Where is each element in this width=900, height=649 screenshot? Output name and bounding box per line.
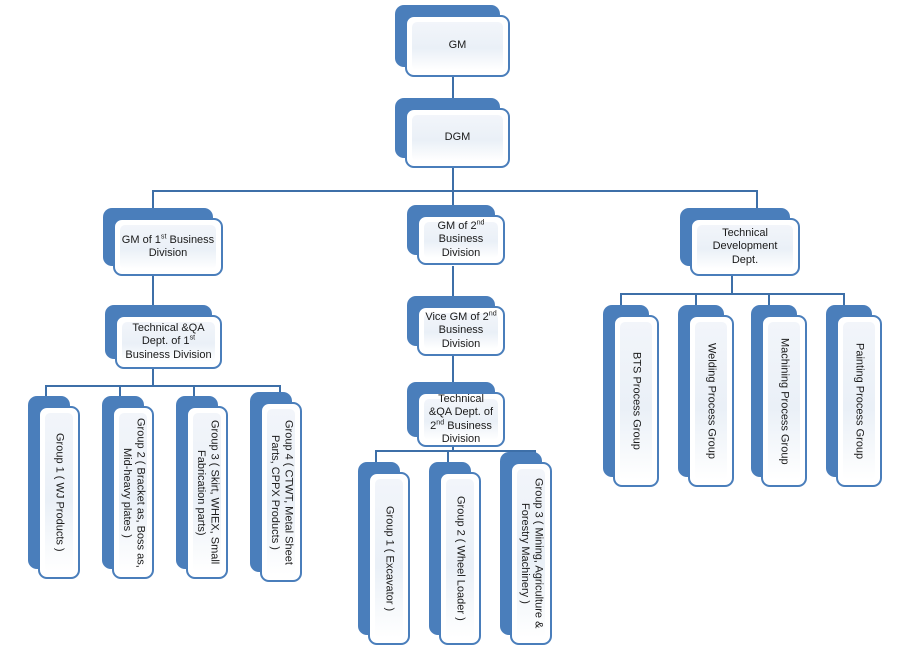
connector-bus-to-bd1-group2 <box>119 385 121 399</box>
node-label-td-machining: Machining Process Group <box>778 337 791 465</box>
connector-dgm-down <box>452 166 454 190</box>
node-bd1-group1[interactable]: Group 1 ( WJ Products ) <box>28 396 80 579</box>
node-face: GM of 1st Business Division <box>113 218 223 276</box>
node-face: Welding Process Group <box>688 315 734 487</box>
node-td-painting[interactable]: Painting Process Group <box>826 305 882 487</box>
node-bd2-group2[interactable]: Group 2 ( Wheel Loader ) <box>429 462 481 645</box>
node-face: Vice GM of 2nd Business Division <box>417 306 505 356</box>
node-face: Group 4 ( CTWT, Metal Sheet Parts, CPPX … <box>260 402 302 582</box>
connector-tqa-bd1-down <box>152 369 154 385</box>
node-td-welding[interactable]: Welding Process Group <box>678 305 734 487</box>
node-label-bd1-group3: Group 3 ( Skirt, WHEX, Small Fabrication… <box>195 420 221 565</box>
node-face: Technical &QA Dept. of 2nd Business Divi… <box>417 392 505 447</box>
connector-vice-gm-to-tqa-bd2 <box>452 356 454 382</box>
node-label-bd1-group2: Group 2 ( Bracket as, Boss as, Mid-heavy… <box>121 417 147 568</box>
node-face: Group 3 ( Mining, Agriculture & Forestry… <box>510 462 552 645</box>
node-gm-bd1[interactable]: GM of 1st Business Division <box>103 208 223 276</box>
connector-bus-to-machining <box>768 293 770 305</box>
node-bd2-group3[interactable]: Group 3 ( Mining, Agriculture & Forestry… <box>500 452 552 645</box>
node-label-tqa-bd1: Technical &QA Dept. of 1st Business Divi… <box>125 321 212 361</box>
connector-gm-bd2-to-vice-gm <box>452 266 454 296</box>
node-face: Group 3 ( Skirt, WHEX, Small Fabrication… <box>186 406 228 579</box>
node-label-td-bts: BTS Process Group <box>630 352 643 450</box>
node-label-bd2-group2: Group 2 ( Wheel Loader ) <box>454 496 467 621</box>
node-label-tech-dev-dept: Technical Development Dept. <box>712 226 778 266</box>
node-td-bts[interactable]: BTS Process Group <box>603 305 659 487</box>
connector-bd2-groups-bus <box>375 450 535 452</box>
node-bd1-group3[interactable]: Group 3 ( Skirt, WHEX, Small Fabrication… <box>176 396 228 579</box>
node-face: Group 1 ( Excavator ) <box>368 472 410 645</box>
connector-level2-bus <box>152 190 758 192</box>
node-label-gm-bd2: GM of 2nd Business Division <box>437 218 485 259</box>
node-label-bd1-group4: Group 4 ( CTWT, Metal Sheet Parts, CPPX … <box>269 419 295 565</box>
node-bd2-group1[interactable]: Group 1 ( Excavator ) <box>358 462 410 645</box>
node-face: Group 1 ( WJ Products ) <box>38 406 80 579</box>
node-face: Technical Development Dept. <box>690 218 800 276</box>
node-label-td-welding: Welding Process Group <box>705 343 718 459</box>
node-face: Technical &QA Dept. of 1st Business Divi… <box>115 315 222 369</box>
node-label-vice-gm-bd2: Vice GM of 2nd Business Division <box>425 309 497 350</box>
node-bd1-group4[interactable]: Group 4 ( CTWT, Metal Sheet Parts, CPPX … <box>250 392 302 582</box>
node-label-tqa-bd2: Technical &QA Dept. of 2nd Business Divi… <box>428 392 494 445</box>
node-label-gm: GM <box>448 39 467 52</box>
connector-bus-to-bd1-group3 <box>193 385 195 399</box>
node-vice-gm-bd2[interactable]: Vice GM of 2nd Business Division <box>407 296 505 356</box>
connector-bus-to-gm-bd2 <box>452 190 454 212</box>
node-face: BTS Process Group <box>613 315 659 487</box>
node-dgm[interactable]: DGM <box>395 98 510 168</box>
node-label-bd2-group1: Group 1 ( Excavator ) <box>383 505 396 612</box>
connector-process-groups-bus <box>620 293 845 295</box>
connector-bus-to-gm-bd1 <box>152 190 154 212</box>
connector-tech-dev-down <box>731 276 733 293</box>
node-face: Group 2 ( Wheel Loader ) <box>439 472 481 645</box>
connector-bus-to-bd2-group2 <box>447 450 449 464</box>
node-tqa-bd1[interactable]: Technical &QA Dept. of 1st Business Divi… <box>105 305 222 369</box>
node-gm[interactable]: GM <box>395 5 510 77</box>
connector-bus-to-welding <box>695 293 697 305</box>
node-gm-bd2[interactable]: GM of 2nd Business Division <box>407 205 505 265</box>
node-face: DGM <box>405 108 510 168</box>
connector-gm-bd1-to-tqa-bd1 <box>152 276 154 306</box>
connector-bus-to-tech-dev <box>756 190 758 212</box>
node-label-bd2-group3: Group 3 ( Mining, Agriculture & Forestry… <box>519 478 545 629</box>
connector-bus-to-bd2-group1 <box>375 450 377 464</box>
connector-bus-to-bd1-group1 <box>45 385 47 399</box>
connector-bd1-groups-bus <box>45 385 280 387</box>
connector-gm-to-dgm <box>452 76 454 100</box>
node-tech-dev-dept[interactable]: Technical Development Dept. <box>680 208 800 276</box>
connector-bus-to-bts <box>620 293 622 305</box>
node-face: Machining Process Group <box>761 315 807 487</box>
node-label-bd1-group1: Group 1 ( WJ Products ) <box>53 433 66 552</box>
connector-bus-to-painting <box>843 293 845 305</box>
node-td-machining[interactable]: Machining Process Group <box>751 305 807 487</box>
node-label-dgm: DGM <box>444 131 471 144</box>
node-face: GM of 2nd Business Division <box>417 215 505 265</box>
node-face: Painting Process Group <box>836 315 882 487</box>
node-tqa-bd2[interactable]: Technical &QA Dept. of 2nd Business Divi… <box>407 382 505 447</box>
node-face: GM <box>405 15 510 77</box>
node-bd1-group2[interactable]: Group 2 ( Bracket as, Boss as, Mid-heavy… <box>102 396 154 579</box>
node-label-gm-bd1: GM of 1st Business Division <box>121 231 215 259</box>
node-face: Group 2 ( Bracket as, Boss as, Mid-heavy… <box>112 406 154 579</box>
node-label-td-painting: Painting Process Group <box>853 342 866 460</box>
